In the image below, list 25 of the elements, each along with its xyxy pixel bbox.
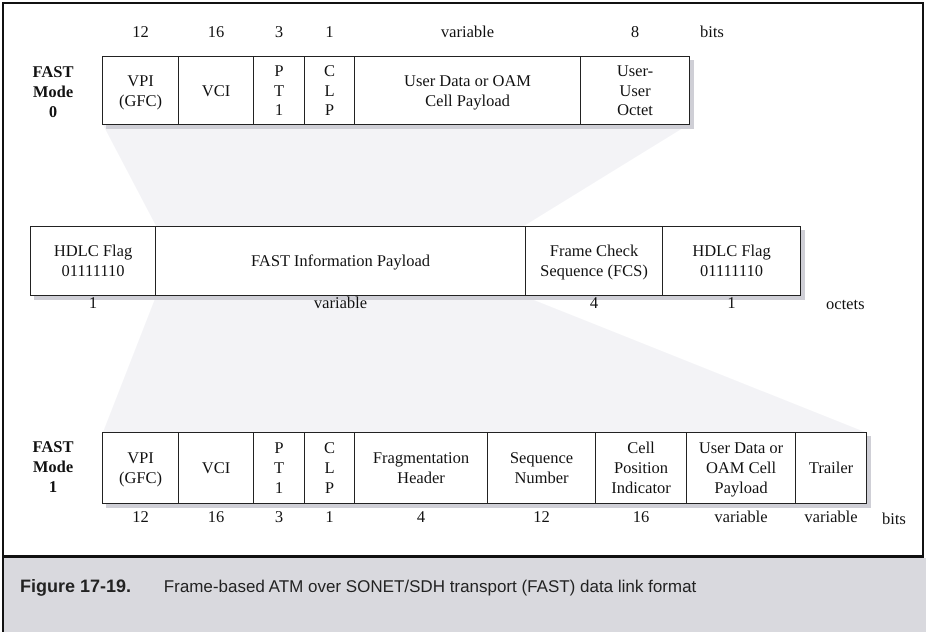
figure-caption: Figure 17-19. Frame-based ATM over SONET/SDH transport (FAST) data link format	[20, 576, 696, 597]
field-size: variable	[803, 507, 859, 527]
field-size: 12	[532, 507, 551, 527]
row-label: FAST Mode 0	[32, 62, 74, 122]
field-size: variable	[713, 507, 769, 527]
unit-label: bits	[882, 509, 906, 529]
field-size: 1	[324, 22, 335, 42]
field-size: 12	[131, 22, 150, 42]
unit-label: bits	[700, 22, 724, 42]
field-size: 4	[588, 293, 600, 313]
field-size: 1	[726, 293, 737, 313]
field-size: 16	[632, 507, 650, 527]
field-size: 16	[206, 22, 226, 42]
field-size: 3	[274, 507, 284, 527]
field-size: 16	[206, 507, 226, 527]
row-label: FAST Mode 1	[32, 437, 74, 496]
field-size: 8	[630, 22, 640, 42]
field-size: variable	[312, 293, 368, 313]
field-size: 1	[88, 293, 98, 313]
unit-label: octets	[826, 294, 864, 314]
field-size: 1	[324, 507, 335, 527]
field-size: 3	[274, 22, 284, 42]
field-size: 4	[416, 507, 426, 527]
field-size: variable	[440, 22, 496, 42]
field-size: 12	[131, 507, 150, 527]
